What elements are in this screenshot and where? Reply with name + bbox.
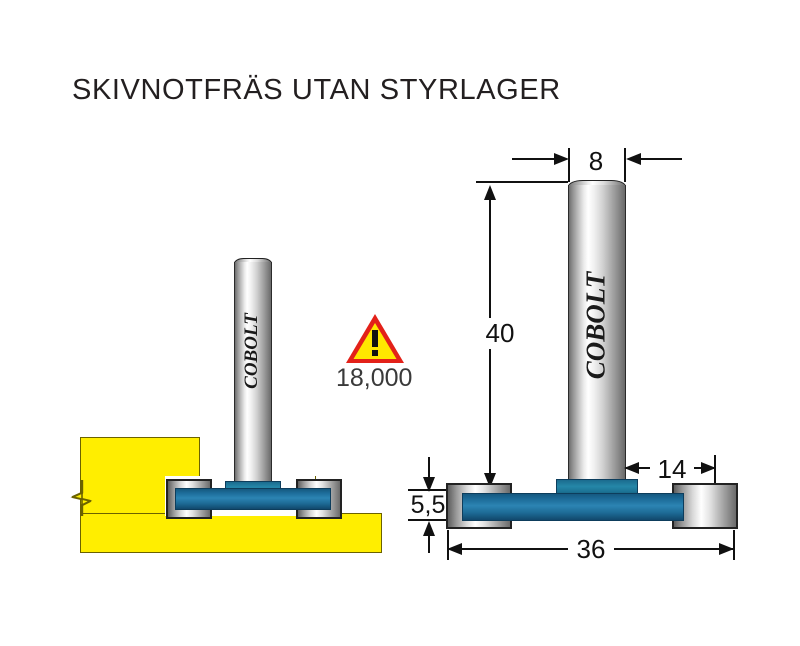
shank (568, 185, 626, 481)
dim-arrow (484, 185, 496, 200)
warning-triangle-icon (346, 314, 404, 363)
dim-arrow (701, 462, 716, 474)
dim-ext-line (733, 530, 735, 560)
dim-line (512, 158, 558, 160)
page-title: SKIVNOTFRÄS UTAN STYRLAGER (72, 74, 561, 106)
dim-value-disc-diameter: 36 (568, 534, 614, 565)
dim-line (428, 525, 430, 553)
cutter-disc (462, 493, 684, 521)
dim-ext-line (624, 148, 626, 182)
assembly-cutter-disc (175, 488, 331, 510)
break-line-icon (70, 480, 93, 516)
dim-arrow (423, 521, 435, 536)
dim-line (428, 457, 430, 485)
assembly-shank (234, 262, 272, 484)
dim-value-disc-thickness: 5,5 (410, 491, 446, 519)
assembly-brand-text: COBOLT (241, 313, 262, 389)
dim-arrow (626, 153, 641, 165)
max-rpm-value: 18,000 (336, 364, 413, 392)
brand-text: COBOLT (580, 271, 611, 380)
dim-arrow (447, 543, 462, 555)
dim-ext-line (476, 181, 568, 183)
dim-arrow (554, 153, 569, 165)
dim-ext-line (408, 519, 452, 521)
dim-value-shank-diameter: 8 (588, 146, 604, 176)
dim-value-cutting-width: 14 (650, 454, 694, 485)
max-rpm-warning (344, 312, 406, 366)
dim-arrow (423, 477, 435, 492)
dim-arrow (719, 543, 734, 555)
dim-arrow (624, 462, 639, 474)
dim-value-shank-length: 40 (477, 318, 523, 349)
dim-line (636, 158, 682, 160)
workpiece-lower-slab (80, 513, 382, 553)
dim-ext-line (568, 148, 570, 182)
